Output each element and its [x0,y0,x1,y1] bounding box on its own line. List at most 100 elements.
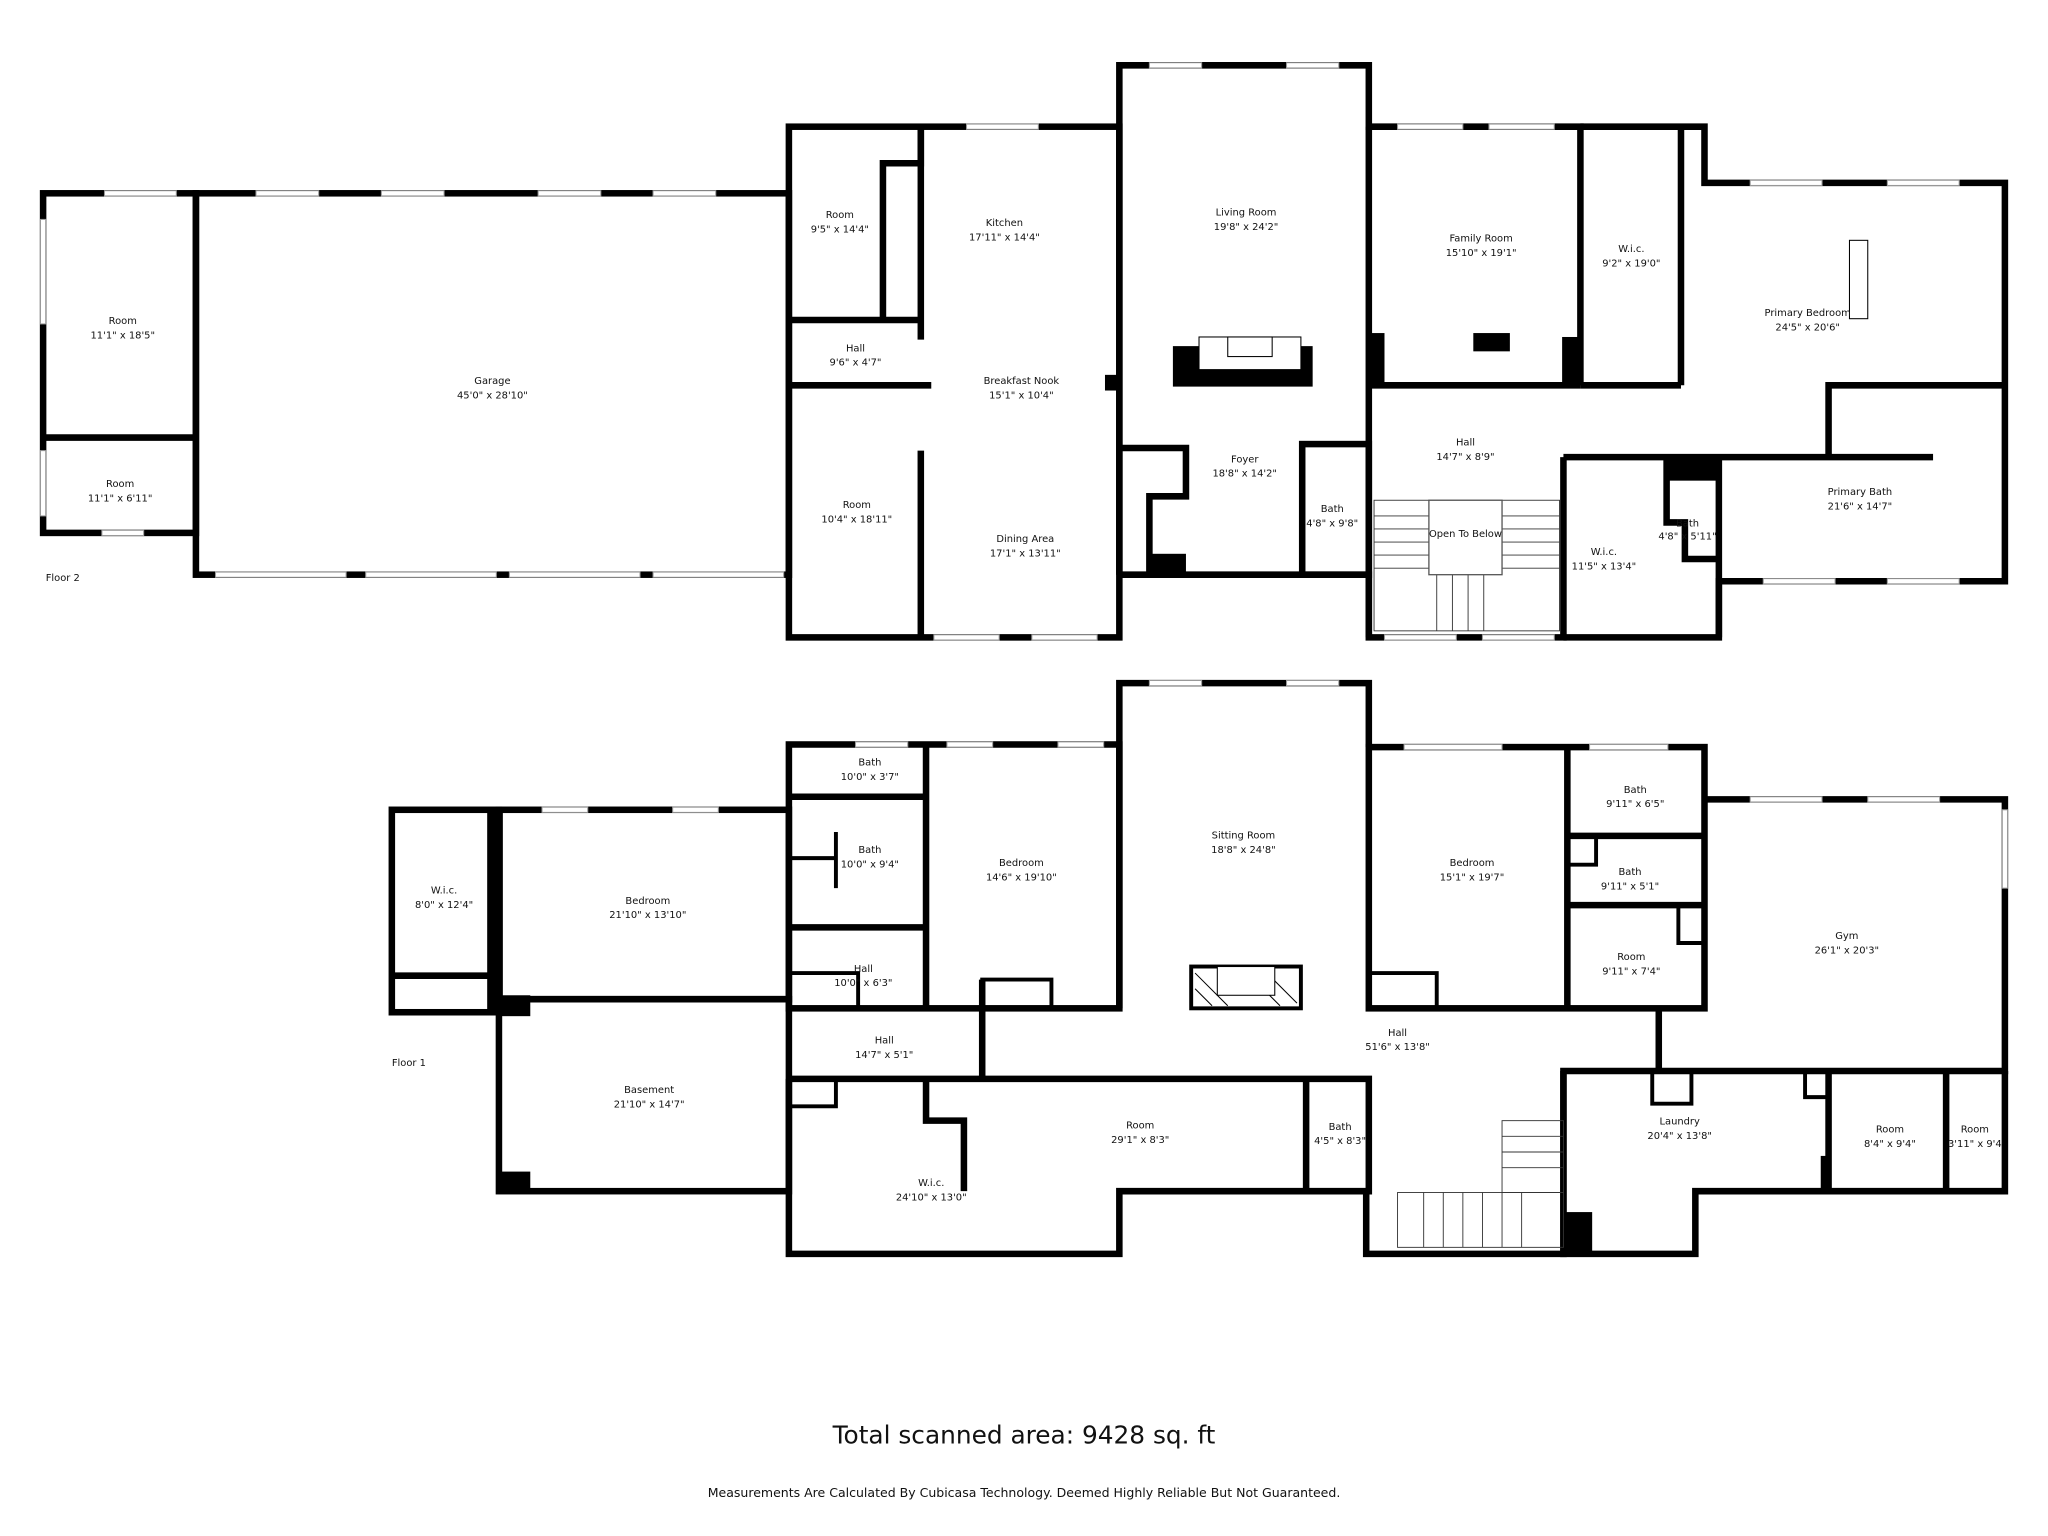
svg-text:24'10" x 13'0": 24'10" x 13'0" [896,1192,967,1203]
svg-text:3'11" x 9'4: 3'11" x 9'4 [1948,1139,2002,1150]
svg-text:11'1" x 18'5": 11'1" x 18'5" [91,330,156,341]
svg-text:21'10" x 14'7": 21'10" x 14'7" [614,1100,685,1111]
window [103,190,177,197]
svg-text:15'1" x 19'7": 15'1" x 19'7" [1440,872,1505,883]
garage-door [652,571,785,578]
garage-door [508,571,641,578]
svg-text:14'6" x 19'10": 14'6" x 19'10" [986,872,1057,883]
svg-text:18'8" x 14'2": 18'8" x 14'2" [1212,469,1277,480]
column [1820,1155,1832,1192]
bed-icon [1848,239,1869,320]
svg-text:4'8" x 5'11": 4'8" x 5'11" [1658,531,1716,542]
svg-text:Room: Room [1876,1124,1904,1135]
column [1368,333,1385,386]
svg-text:9'11" x 6'5": 9'11" x 6'5" [1606,799,1664,810]
window [933,634,1000,641]
svg-text:Bath: Bath [1329,1122,1352,1133]
room-label: W.i.c.9'2" x 19'0" [1602,244,1660,269]
svg-text:Bath: Bath [858,757,881,768]
window [854,741,909,748]
wall [1825,382,2005,458]
svg-text:18'8" x 24'8": 18'8" x 24'8" [1211,845,1276,856]
svg-text:15'1" x 10'4": 15'1" x 10'4" [989,390,1054,401]
wall-lower [785,1075,1373,1258]
window [2001,809,2009,889]
svg-text:9'6" x 4'7": 9'6" x 4'7" [830,358,882,369]
svg-text:W.i.c.: W.i.c. [918,1178,944,1189]
wall [788,971,861,1009]
wall [1368,971,1439,1009]
svg-text:9'11" x 5'1": 9'11" x 5'1" [1601,881,1659,892]
window [966,123,1039,130]
column [1562,336,1581,386]
svg-text:Hall: Hall [854,964,873,975]
svg-text:Hall: Hall [846,343,865,354]
svg-text:Hall: Hall [1456,437,1475,448]
svg-text:Bedroom: Bedroom [1450,858,1495,869]
window [1286,679,1340,687]
window [1286,62,1340,69]
svg-text:Room: Room [1126,1120,1154,1131]
wall-wic [388,806,503,1016]
wall-living [1116,62,1584,575]
svg-text:Open To Below: Open To Below [1429,529,1502,540]
window [1403,743,1503,751]
window [255,190,320,197]
svg-text:W.i.c.: W.i.c. [431,885,457,896]
window [39,450,47,517]
svg-text:Room: Room [1617,952,1645,963]
svg-text:9'2" x 19'0": 9'2" x 19'0" [1602,258,1660,269]
wall [788,1078,838,1109]
window [101,529,145,537]
svg-text:10'0" x 9'4": 10'0" x 9'4" [841,859,899,870]
svg-text:Garage: Garage [474,376,510,387]
window [946,741,994,748]
svg-text:9'11" x 7'4": 9'11" x 7'4" [1602,966,1660,977]
svg-text:Room: Room [843,500,871,511]
svg-text:10'4" x 18'11": 10'4" x 18'11" [821,514,892,525]
wall-closet [1119,444,1190,575]
svg-text:Bedroom: Bedroom [625,896,670,907]
window [380,190,445,197]
window [1148,679,1203,687]
staircase [1373,499,1560,632]
room-label: Bedroom 15'1" x 19'7" [1440,858,1505,883]
svg-text:Hall: Hall [875,1036,894,1047]
window [541,806,589,813]
svg-text:9'5" x 14'4": 9'5" x 14'4" [811,224,869,235]
wall [1803,1071,1829,1100]
svg-text:19'8" x 24'2": 19'8" x 24'2" [1214,222,1279,233]
window [1383,634,1457,641]
wall [1676,905,1705,945]
svg-text:Hall: Hall [1388,1028,1407,1039]
room-label: W.i.c.11'5" x 13'4" [1572,547,1637,572]
wall [1567,835,1599,867]
wall [1650,1071,1694,1106]
room-label: Open To Below [1429,529,1502,540]
floor-label: Floor 1 [392,1058,426,1069]
garage-door [365,571,497,578]
window [1762,578,1836,585]
svg-text:45'0" x 28'10": 45'0" x 28'10" [457,390,528,401]
window [1589,743,1669,751]
window [1749,179,1823,186]
wall-bath [1298,440,1373,578]
svg-text:8'4" x 9'4": 8'4" x 9'4" [1864,1139,1916,1150]
window [39,218,47,325]
